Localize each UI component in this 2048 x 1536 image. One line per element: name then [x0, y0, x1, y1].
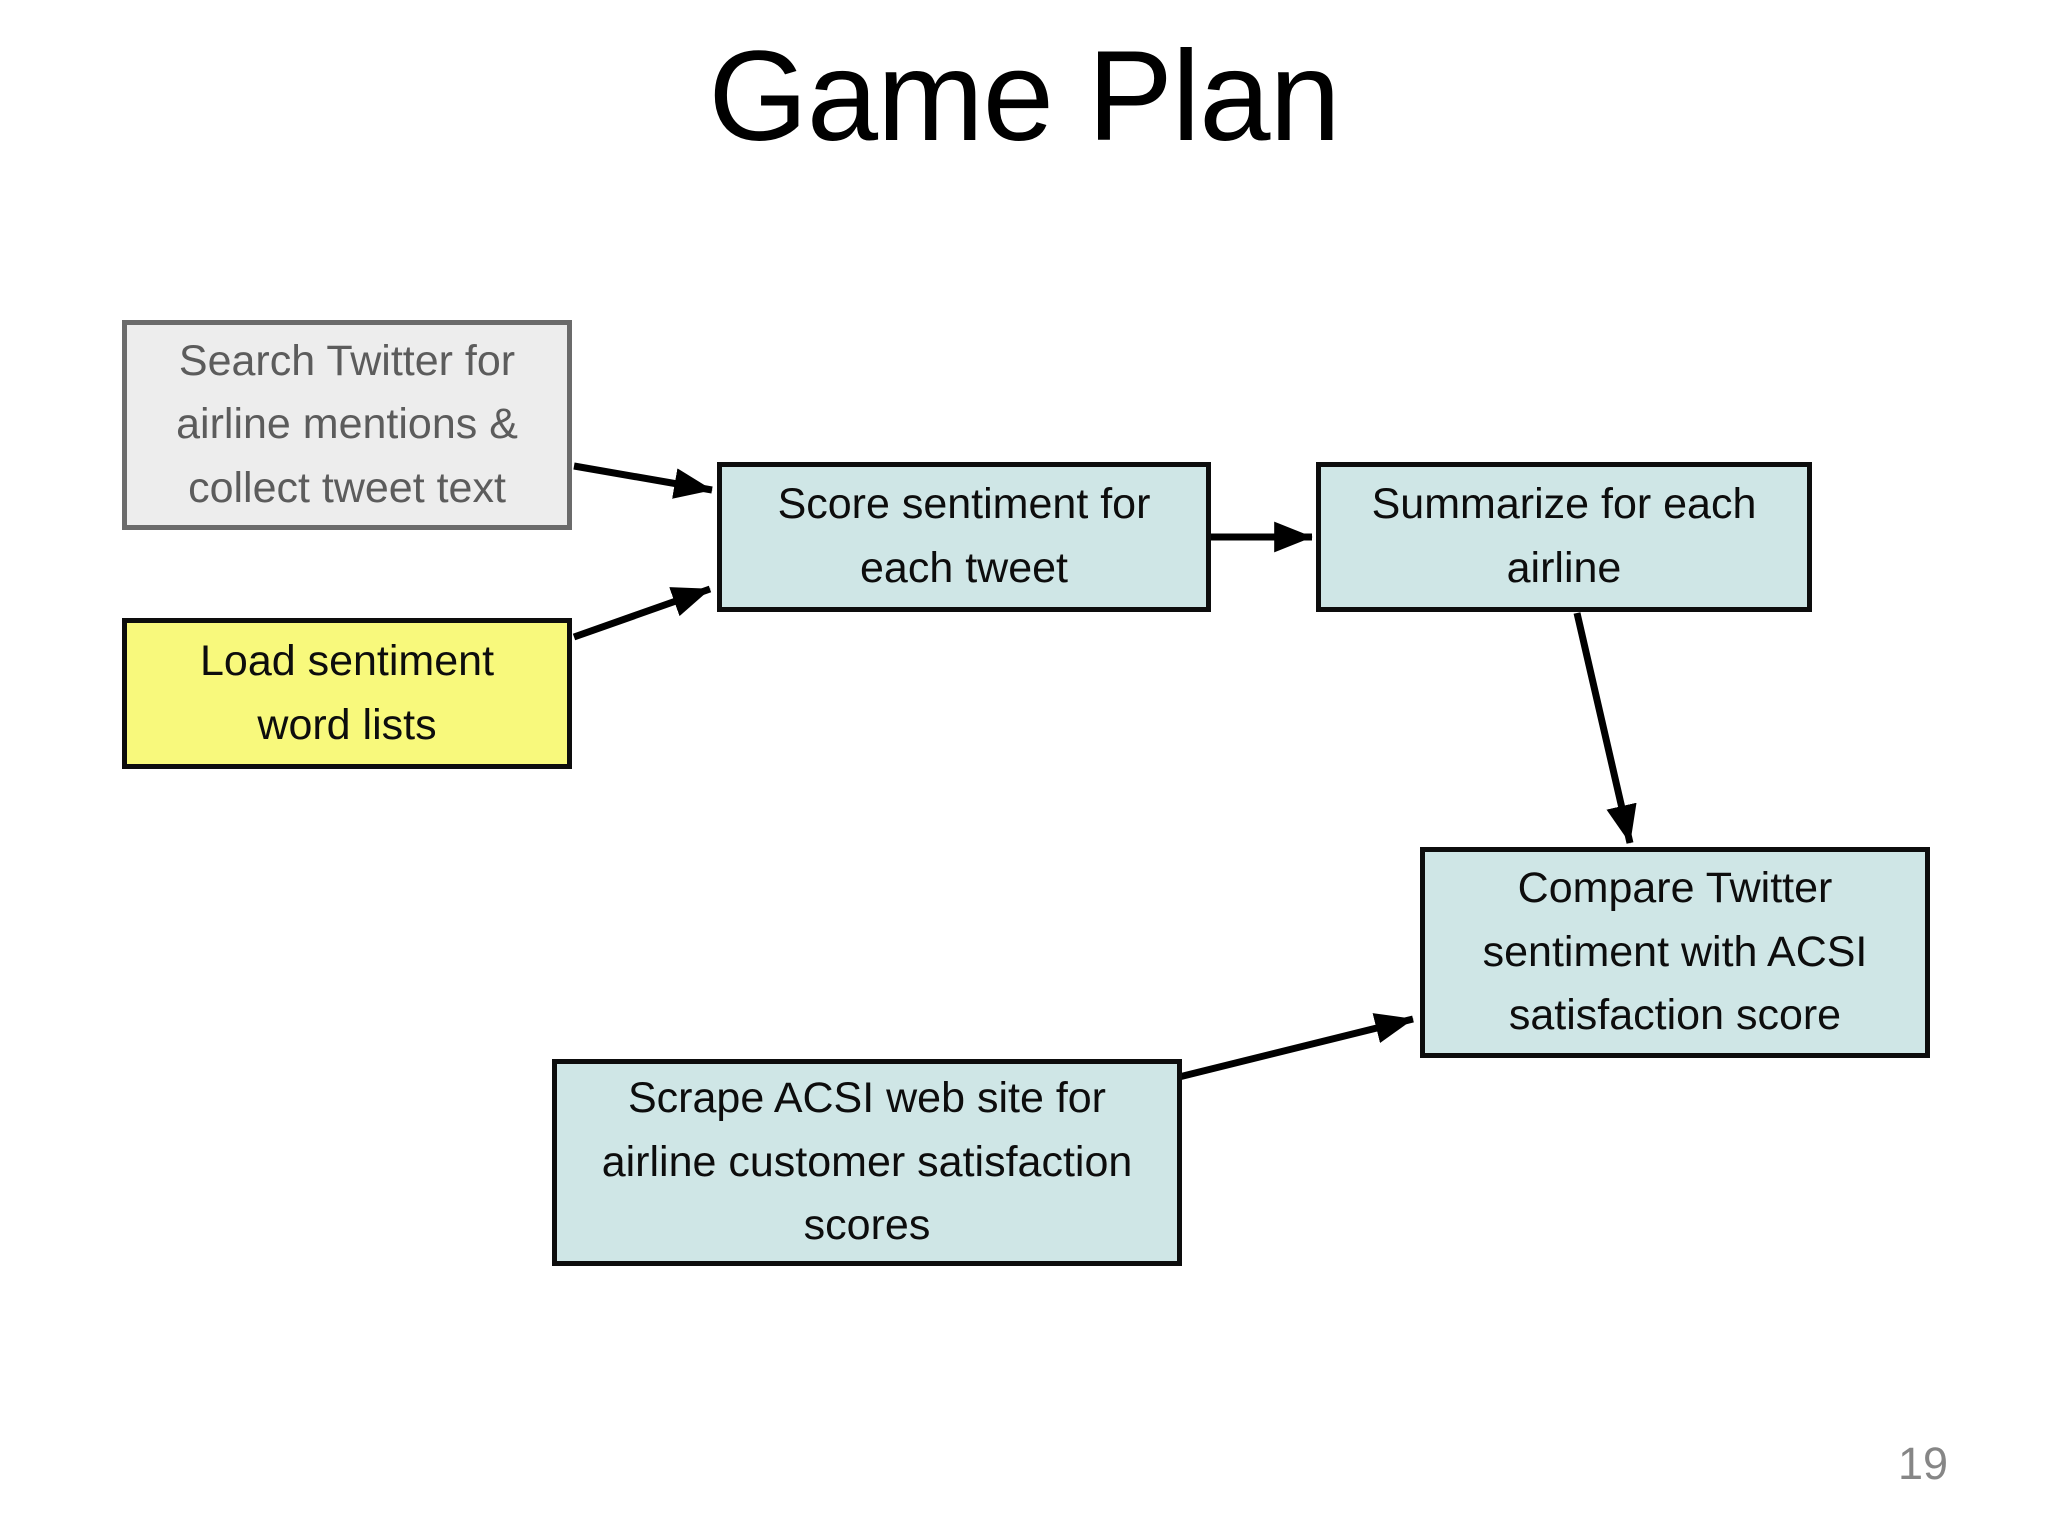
page-number: 19 [1897, 1438, 1948, 1489]
node-summarize-for-each-airline-label: Summarize for each airline [1371, 480, 1757, 592]
node-scrape-acsi-web-site: Scrape ACSI web site for airline custome… [552, 1059, 1182, 1266]
node-load-sentiment-word-lists-label: Load sentiment word lists [199, 636, 495, 749]
node-search-twitter-label: Search Twitter for airline mentions & co… [176, 336, 518, 512]
arrow-load-wordlists-to-score-sentiment [572, 585, 712, 641]
arrow-search-twitter-to-score-sentiment [573, 462, 713, 499]
node-score-sentiment-label: Score sentiment for each tweet [777, 480, 1151, 592]
arrow-scrape-acsi-to-compare [1178, 1013, 1414, 1081]
node-load-sentiment-word-lists: Load sentiment word lists [122, 618, 572, 769]
slide-title: Game Plan [708, 25, 1340, 168]
node-search-twitter: Search Twitter for airline mentions & co… [122, 320, 572, 530]
arrow-summarize-to-compare [1573, 612, 1637, 844]
node-scrape-acsi-web-site-label: Scrape ACSI web site for airline custome… [601, 1074, 1133, 1250]
node-compare-twitter-acsi-label: Compare Twitter sentiment with ACSI sati… [1482, 864, 1868, 1040]
node-summarize-for-each-airline: Summarize for each airline [1316, 462, 1812, 612]
node-score-sentiment: Score sentiment for each tweet [717, 462, 1211, 612]
node-compare-twitter-acsi: Compare Twitter sentiment with ACSI sati… [1420, 847, 1930, 1058]
